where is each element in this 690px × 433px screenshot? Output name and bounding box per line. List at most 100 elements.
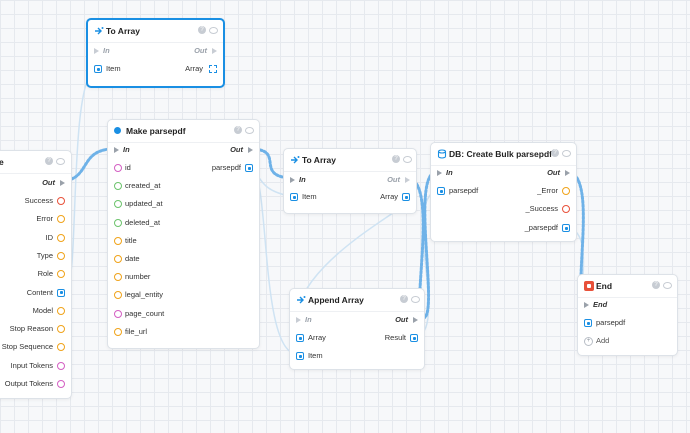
add-label[interactable]: Add	[596, 336, 610, 345]
transform-icon	[95, 27, 104, 35]
item-label: Item	[106, 64, 121, 73]
output-row-success: Success	[25, 195, 67, 207]
parsepdf-output-pin[interactable]	[245, 164, 253, 172]
out-label: Out	[395, 315, 408, 324]
to-array-node-top[interactable]: To Array ? In Out Item Array	[86, 18, 225, 88]
visibility-icon[interactable]	[56, 158, 65, 165]
add-icon[interactable]: +	[584, 337, 593, 346]
exec-in-pin[interactable]	[437, 169, 442, 176]
node-header: e ?	[0, 151, 71, 174]
item-input-row: Item	[296, 350, 323, 362]
input-pin[interactable]	[114, 255, 122, 263]
parsepdf-input-row: parsepdf	[584, 317, 625, 329]
output-pin[interactable]	[57, 251, 65, 260]
input-pin[interactable]	[114, 327, 122, 336]
parsepdf-out-label: _parsepdf	[524, 223, 558, 232]
parsepdf-input-pin[interactable]	[437, 187, 445, 195]
array-input-pin[interactable]	[296, 334, 304, 342]
output-pin[interactable]	[57, 325, 65, 334]
item-input-pin[interactable]	[290, 193, 298, 201]
exec-out-pin[interactable]	[248, 146, 253, 153]
help-icon[interactable]: ?	[392, 155, 400, 163]
parsepdf-label: parsepdf	[211, 163, 241, 172]
help-icon[interactable]: ?	[551, 149, 559, 157]
result-output-pin[interactable]	[410, 334, 418, 342]
input-pin[interactable]	[114, 236, 122, 245]
input-pin[interactable]	[114, 200, 122, 209]
input-pin[interactable]	[114, 291, 122, 300]
add-input-row[interactable]: + Add	[584, 335, 609, 347]
in-label: In	[103, 46, 110, 55]
to-array-node-mid[interactable]: To Array ? In Out Item Array	[283, 148, 417, 214]
help-icon[interactable]: ?	[400, 295, 408, 303]
output-label: Stop Reason	[9, 324, 53, 334]
exec-out-pin[interactable]	[565, 169, 570, 176]
item-input-pin[interactable]	[94, 65, 102, 73]
help-icon[interactable]: ?	[652, 281, 660, 289]
exec-out-pin[interactable]	[405, 176, 410, 183]
input-pin[interactable]	[114, 164, 122, 172]
output-label: Error	[36, 214, 53, 224]
success-output-row: _Success	[525, 203, 570, 215]
db-create-bulk-node[interactable]: DB: Create Bulk parsepdf ? In Out parsep…	[430, 142, 577, 242]
input-pin[interactable]	[114, 309, 122, 318]
stop-icon	[584, 281, 594, 291]
exec-in-row: In	[114, 144, 130, 156]
output-row-role: Role	[38, 268, 67, 280]
output-pin[interactable]	[57, 288, 65, 297]
success-output-pin[interactable]	[562, 205, 570, 213]
item-input-pin[interactable]	[296, 352, 304, 360]
exec-out-pin[interactable]	[413, 316, 418, 323]
array-output-pin[interactable]	[209, 65, 217, 73]
input-row-date: date	[114, 253, 140, 265]
visibility-icon[interactable]	[663, 282, 672, 289]
end-node[interactable]: End ? End parsepdf + Add	[577, 274, 678, 356]
input-pin[interactable]	[114, 273, 122, 282]
exec-in-pin[interactable]	[296, 316, 301, 323]
output-pin[interactable]	[57, 361, 65, 370]
node-header: Append Array ?	[290, 289, 424, 312]
output-label: Stop Sequence	[1, 342, 53, 352]
exec-out-pin[interactable]	[212, 47, 217, 54]
array-output-pin[interactable]	[402, 193, 410, 201]
output-pin[interactable]	[57, 380, 65, 388]
exec-in-pin[interactable]	[584, 301, 589, 308]
exec-out-row: Out	[387, 174, 410, 186]
exec-out-pin[interactable]	[60, 179, 65, 186]
output-label: Model	[32, 305, 53, 315]
exec-in-pin[interactable]	[290, 176, 295, 183]
parsepdf-input-pin[interactable]	[584, 319, 592, 327]
help-icon[interactable]: ?	[234, 126, 242, 134]
array-input-row: Array	[296, 332, 326, 344]
output-pin[interactable]	[57, 215, 65, 224]
out-label: Out	[194, 46, 207, 55]
error-output-pin[interactable]	[562, 187, 570, 195]
visibility-icon[interactable]	[245, 127, 254, 134]
output-pin[interactable]	[57, 270, 65, 279]
input-pin[interactable]	[114, 218, 122, 227]
exec-in-pin[interactable]	[114, 146, 119, 153]
output-row-error: Error	[36, 213, 67, 225]
output-pin[interactable]	[57, 306, 65, 315]
append-array-node[interactable]: Append Array ? In Out Array Result Item	[289, 288, 425, 370]
error-label: _Error	[537, 186, 558, 195]
result-output-row: Result	[385, 332, 418, 344]
output-pin[interactable]	[57, 233, 65, 242]
parsepdf-output-pin[interactable]	[562, 224, 570, 232]
input-row-created-at: created_at	[114, 180, 160, 192]
out-label: Out	[387, 175, 400, 184]
exec-in-pin[interactable]	[94, 47, 99, 54]
visibility-icon[interactable]	[209, 27, 218, 34]
output-pin[interactable]	[57, 343, 65, 352]
help-icon[interactable]: ?	[198, 26, 206, 34]
visibility-icon[interactable]	[562, 150, 571, 157]
visibility-icon[interactable]	[411, 296, 420, 303]
visibility-icon[interactable]	[403, 156, 412, 163]
output-pin[interactable]	[57, 197, 65, 205]
input-pin[interactable]	[114, 182, 122, 191]
output-row-input-tokens: Input Tokens	[11, 360, 67, 372]
exec-in-row: In	[94, 45, 110, 57]
help-icon[interactable]: ?	[45, 157, 53, 165]
